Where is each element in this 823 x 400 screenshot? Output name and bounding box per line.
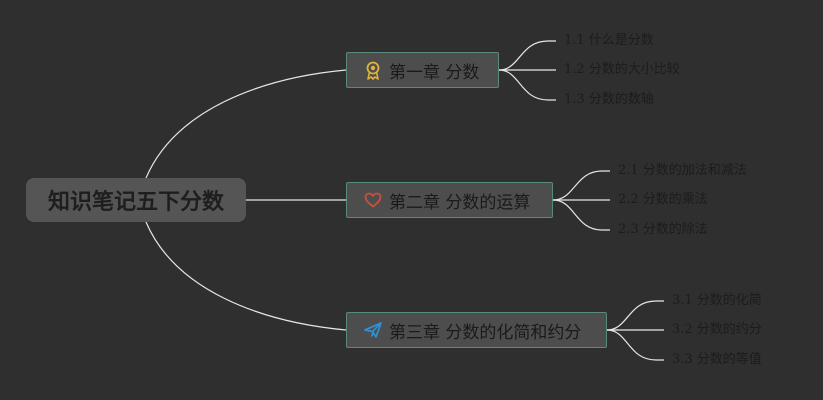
topic-chapter-1-label: 第一章 分数 [389,62,480,83]
award-ribbon-icon [363,60,383,80]
connector-root-ch3 [145,221,347,331]
subtopic-2-3[interactable]: 2.3 分数的除法 [618,222,708,237]
subtopic-3-3[interactable]: 3.3 分数的等值 [672,352,762,367]
connector-ch3-leaf1 [606,300,664,331]
connector-ch1-leaf3 [498,69,556,101]
subtopic-3-1[interactable]: 3.1 分数的化简 [672,293,762,308]
paper-plane-icon [363,320,383,340]
subtopic-2-2[interactable]: 2.2 分数的乘法 [618,192,708,207]
subtopic-1-1[interactable]: 1.1 什么是分数 [564,33,654,48]
topic-chapter-3-label: 第三章 分数的化简和约分 [389,322,582,343]
connector-root-ch1 [145,69,347,179]
root-topic-label: 知识笔记五下分数 [47,190,224,215]
connector-ch2-leaf3 [552,199,610,231]
root-topic[interactable]: 知识笔记五下分数 [26,178,246,222]
heart-icon [363,190,383,210]
topic-chapter-1[interactable]: 第一章 分数 [346,52,499,88]
topic-chapter-2-label: 第二章 分数的运算 [389,192,531,213]
subtopic-2-1[interactable]: 2.1 分数的加法和减法 [618,163,747,178]
topic-chapter-2[interactable]: 第二章 分数的运算 [346,182,553,218]
subtopic-1-2[interactable]: 1.2 分数的大小比较 [564,62,680,77]
topic-chapter-3[interactable]: 第三章 分数的化简和约分 [346,312,607,348]
subtopic-3-2[interactable]: 3.2 分数的约分 [672,322,762,337]
subtopic-1-3[interactable]: 1.3 分数的数轴 [564,92,654,107]
connector-ch3-leaf3 [606,329,664,361]
connector-ch1-leaf1 [498,40,556,71]
connector-ch2-leaf1 [552,170,610,201]
